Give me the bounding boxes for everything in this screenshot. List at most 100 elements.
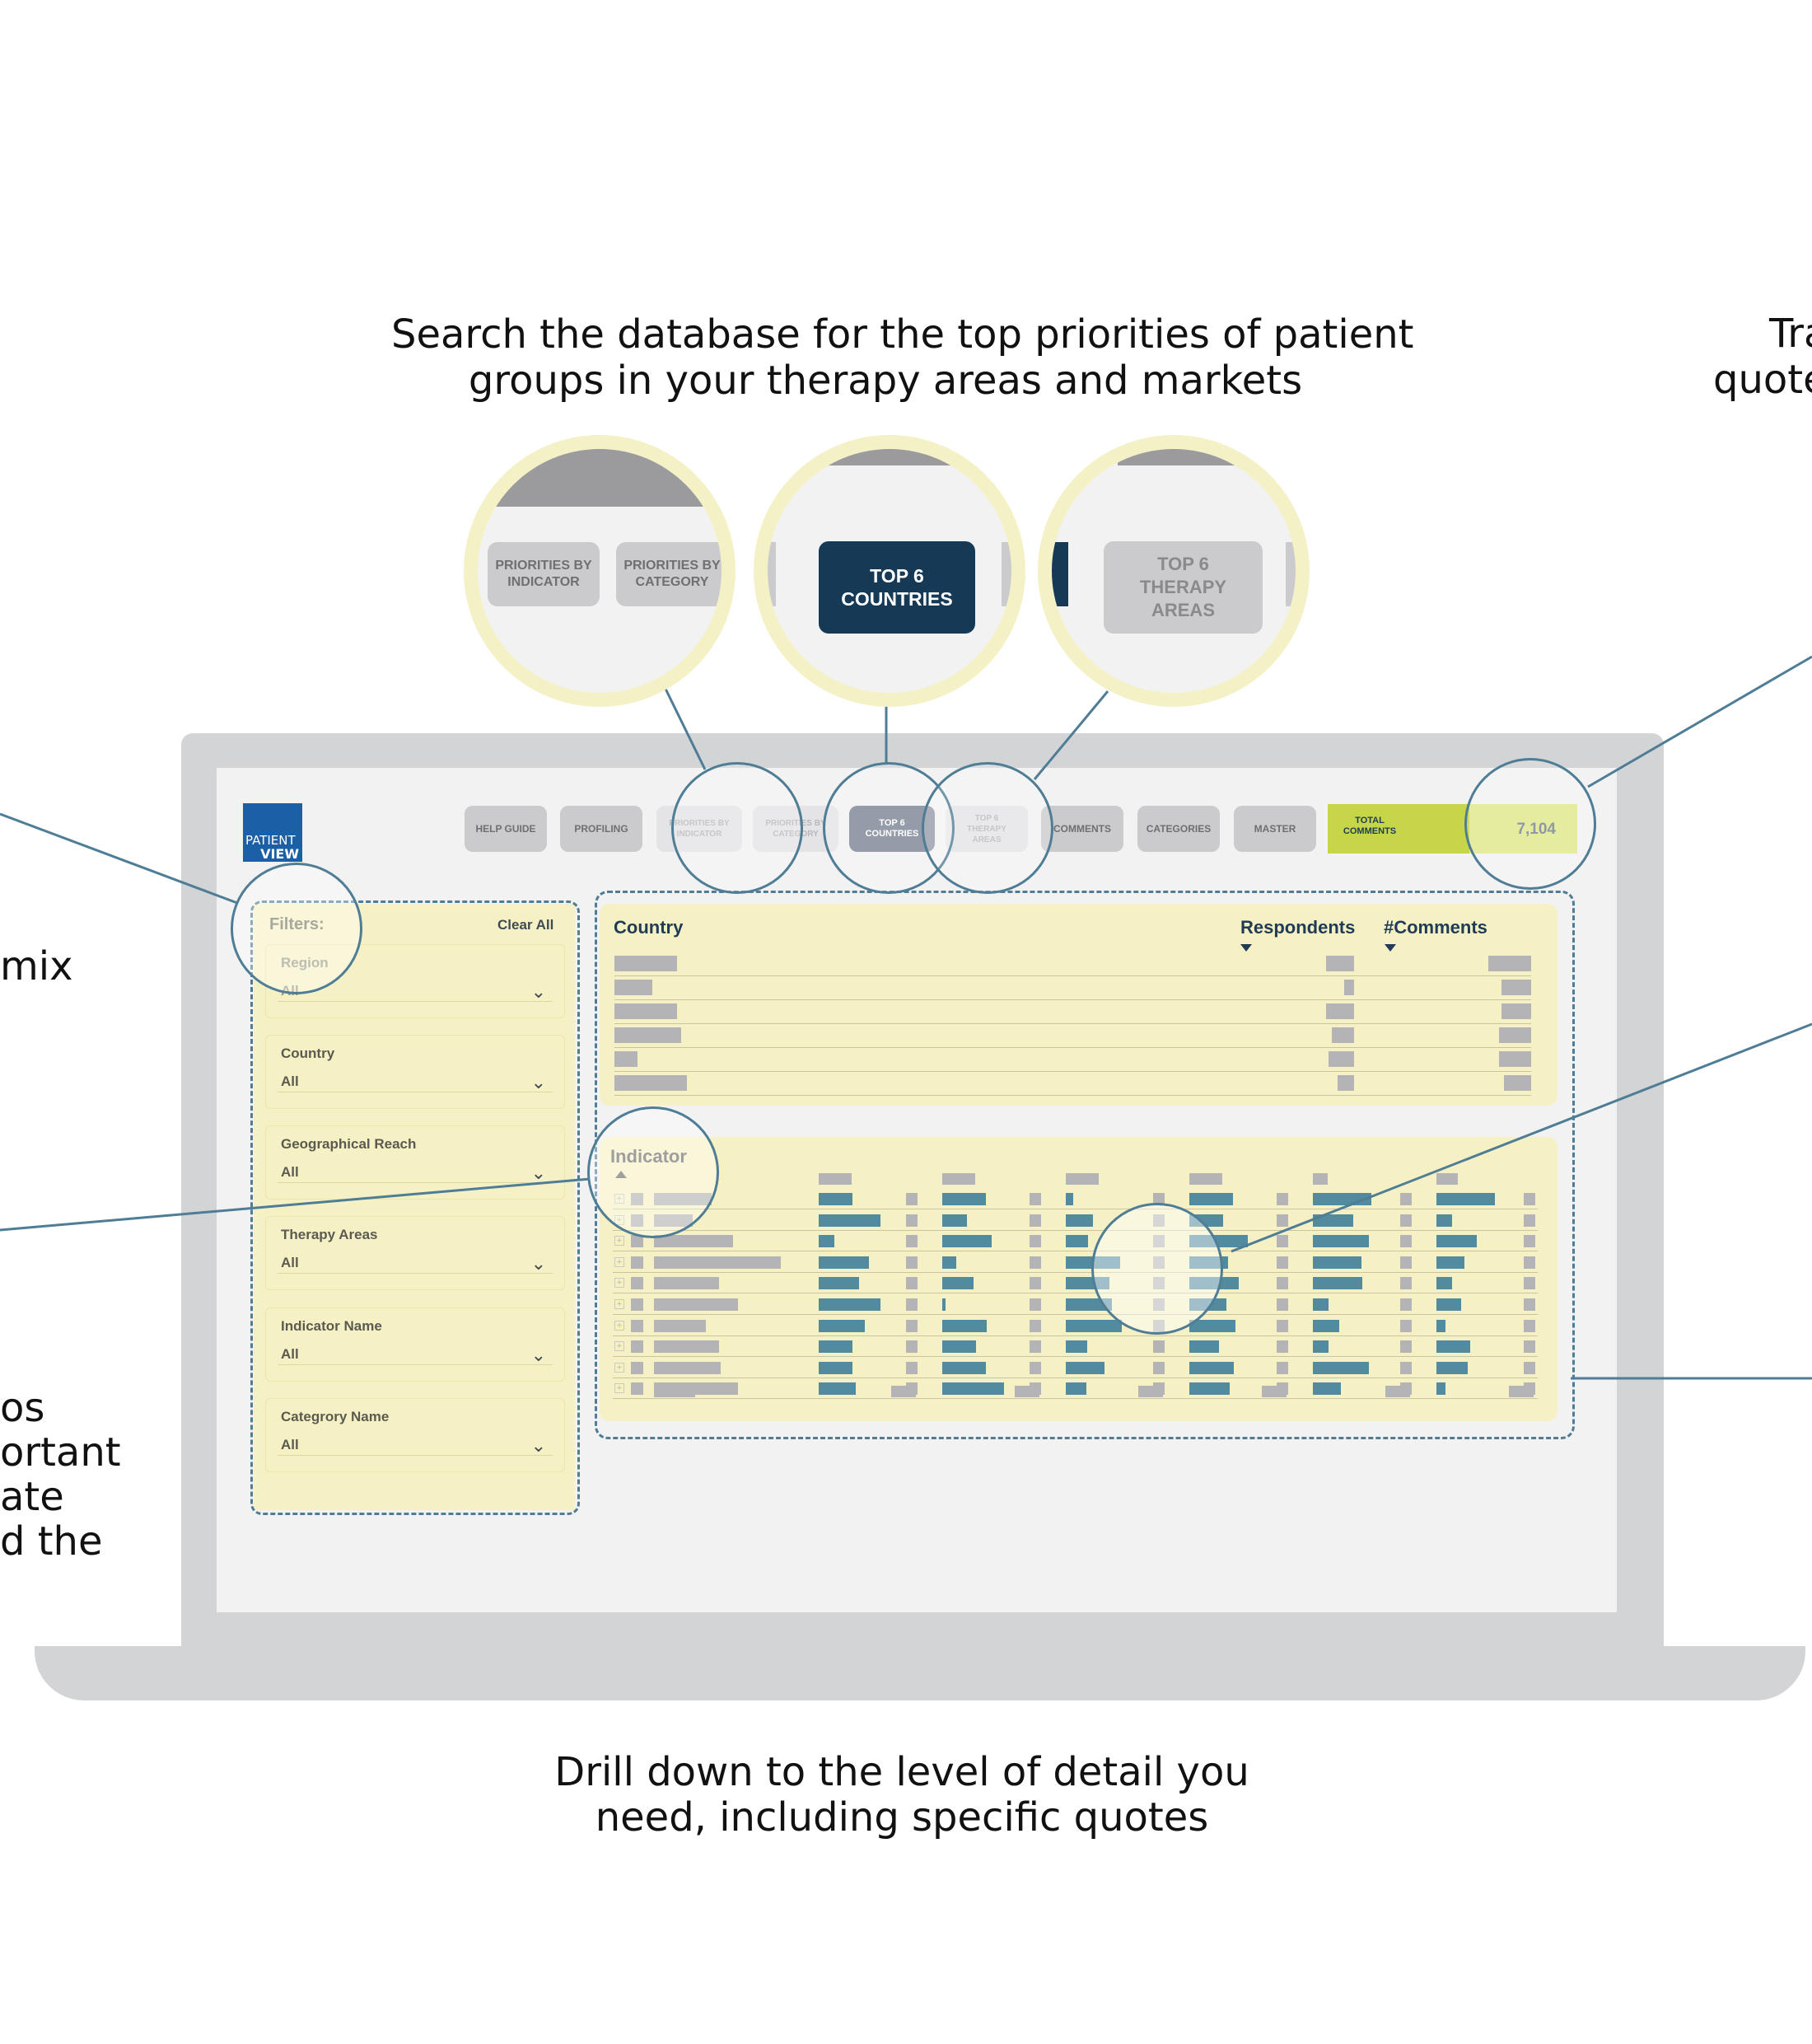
indicator-column-header-bar xyxy=(1436,1173,1458,1185)
indicator-value-marker xyxy=(1400,1214,1412,1227)
row-marker xyxy=(631,1298,643,1311)
country-column-header[interactable]: Country xyxy=(614,917,684,938)
indicator-value-bar xyxy=(1066,1235,1088,1248)
chevron-down-icon[interactable]: ⌄ xyxy=(530,1345,546,1365)
expand-icon[interactable]: + xyxy=(614,1236,624,1247)
indicator-value-bar xyxy=(1189,1340,1219,1354)
indicator-value-bar xyxy=(1436,1277,1452,1290)
indicator-value-bar xyxy=(942,1382,1004,1396)
profiling-button[interactable]: PROFILING xyxy=(560,806,642,852)
filter-group-value[interactable]: All xyxy=(281,1073,299,1089)
indicator-value-bar xyxy=(819,1319,865,1332)
indicator-value-marker xyxy=(1030,1298,1041,1311)
expand-icon[interactable]: + xyxy=(614,1383,624,1394)
row-divider xyxy=(613,1335,1538,1336)
respondents-column-header[interactable]: Respondents xyxy=(1240,917,1356,938)
zoom-top6-countries-button[interactable]: TOP 6 COUNTRIES xyxy=(819,541,975,634)
filter-group-value[interactable]: All xyxy=(281,1346,299,1362)
chevron-down-icon[interactable]: ⌄ xyxy=(530,1253,546,1274)
zoom-ring-priorities xyxy=(671,762,803,894)
comments-sort-arrow[interactable] xyxy=(1385,944,1396,952)
indicator-value-marker xyxy=(1524,1193,1535,1205)
country-table-row[interactable] xyxy=(614,1027,1531,1051)
respondents-bar xyxy=(1338,1075,1354,1091)
indicator-value-marker xyxy=(1400,1361,1412,1374)
left-caption-line2: ortant xyxy=(0,1429,121,1476)
filter-group-value[interactable]: All xyxy=(281,1164,299,1180)
indicator-table-row[interactable]: + xyxy=(613,1318,1538,1339)
zoom-top-bar xyxy=(817,449,965,465)
filter-underline xyxy=(278,1001,553,1002)
indicator-value-marker xyxy=(1030,1340,1041,1354)
indicator-value-marker xyxy=(1400,1256,1412,1269)
zoom-top6-therapy-areas-button[interactable]: TOP 6 THERAPY AREAS xyxy=(1104,541,1263,634)
comments-button[interactable]: COMMENTS xyxy=(1041,806,1123,852)
indicator-value-marker xyxy=(1524,1277,1535,1290)
indicator-column-header-bar xyxy=(942,1173,975,1185)
indicator-table-row[interactable]: + xyxy=(613,1297,1538,1317)
filter-group-value[interactable]: All xyxy=(281,1437,299,1452)
comments-bar xyxy=(1499,1051,1531,1067)
indicator-value-bar xyxy=(942,1319,987,1332)
indicator-table-row[interactable]: + xyxy=(613,1339,1538,1359)
zoom-side-button xyxy=(1052,542,1068,606)
indicator-value-marker xyxy=(1277,1256,1288,1269)
country-table-row[interactable] xyxy=(614,1003,1531,1027)
chevron-down-icon[interactable]: ⌄ xyxy=(530,1162,546,1183)
callout-line-therapy xyxy=(1033,690,1109,780)
comments-column-header[interactable]: #Comments xyxy=(1384,917,1487,938)
indicator-value-bar xyxy=(1189,1193,1233,1205)
indicator-value-bar xyxy=(819,1214,880,1227)
indicator-footer-bar xyxy=(1015,1386,1039,1397)
indicator-value-marker xyxy=(1524,1235,1535,1248)
row-marker xyxy=(631,1256,643,1269)
chevron-down-icon[interactable]: ⌄ xyxy=(530,1072,546,1092)
country-table-row[interactable] xyxy=(614,1051,1531,1075)
zoom-ring-filters xyxy=(231,863,362,994)
indicator-value-bar xyxy=(942,1361,986,1374)
expand-icon[interactable]: + xyxy=(614,1299,624,1309)
indicator-value-bar xyxy=(942,1340,976,1354)
callout-line-priorities xyxy=(664,688,707,770)
indicator-value-bar xyxy=(819,1277,859,1290)
country-table-row[interactable] xyxy=(614,980,1531,1003)
expand-icon[interactable]: + xyxy=(614,1362,624,1373)
indicator-value-marker xyxy=(906,1361,918,1374)
master-button[interactable]: MASTER xyxy=(1234,806,1316,852)
expand-icon[interactable]: + xyxy=(614,1320,624,1331)
indicator-value-marker xyxy=(1277,1235,1288,1248)
expand-icon[interactable]: + xyxy=(614,1256,624,1267)
indicator-table-row[interactable]: + xyxy=(613,1360,1538,1381)
clear-all-button[interactable]: Clear All xyxy=(497,917,554,933)
filter-group-label: Indicator Name xyxy=(281,1318,382,1334)
indicator-column-header-bar xyxy=(819,1173,852,1185)
indicator-value-marker xyxy=(906,1340,918,1354)
categories-button[interactable]: CATEGORIES xyxy=(1137,806,1220,852)
chevron-down-icon[interactable]: ⌄ xyxy=(530,981,546,1002)
expand-icon[interactable]: + xyxy=(614,1341,624,1352)
country-table-row[interactable] xyxy=(614,1075,1531,1099)
row-divider xyxy=(614,1023,1531,1024)
indicator-value-marker xyxy=(1524,1256,1535,1269)
indicator-value-marker xyxy=(1030,1214,1041,1227)
zoom-priorities-by-category-button[interactable]: PRIORITIES BY CATEGORY xyxy=(616,542,722,606)
indicator-name-bar xyxy=(654,1235,733,1248)
chevron-down-icon[interactable]: ⌄ xyxy=(530,1435,546,1456)
callout-line-total xyxy=(1587,655,1812,788)
zoom-priorities-by-indicator-button[interactable]: PRIORITIES BY INDICATOR xyxy=(488,542,600,606)
respondents-sort-arrow[interactable] xyxy=(1240,944,1252,952)
filter-group-value[interactable]: All xyxy=(281,1255,299,1270)
indicator-value-bar xyxy=(819,1382,856,1396)
expand-icon[interactable]: + xyxy=(614,1278,624,1289)
help-guide-button[interactable]: HELP GUIDE xyxy=(465,806,547,852)
indicator-value-marker xyxy=(1030,1361,1041,1374)
zoom-circle-priorities: PRIORITIES BY INDICATOR PRIORITIES BY CA… xyxy=(464,435,736,707)
indicator-value-bar xyxy=(942,1256,956,1269)
indicator-value-marker xyxy=(906,1214,918,1227)
country-table-row[interactable] xyxy=(614,956,1531,980)
